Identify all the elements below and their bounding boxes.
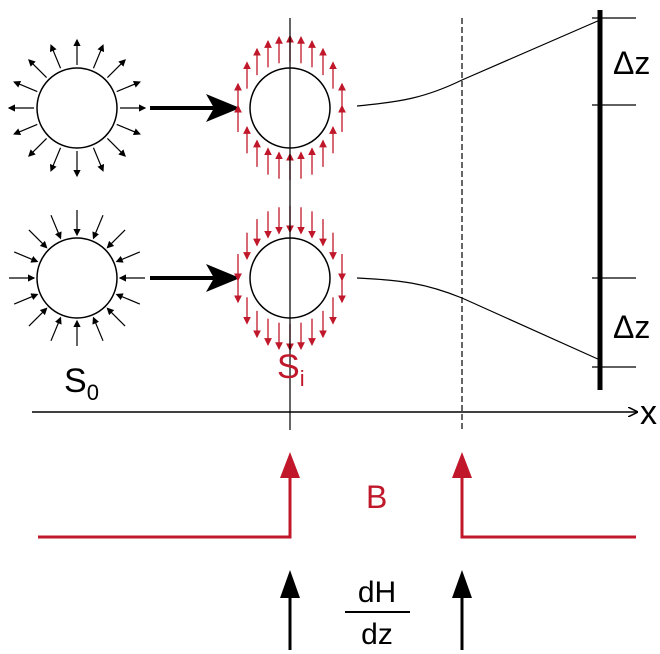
transition-arrow-bottom bbox=[150, 264, 240, 292]
field-arrow bbox=[13, 123, 38, 136]
delta-z-ticks bbox=[592, 17, 636, 368]
s0-bottom-sphere bbox=[36, 237, 118, 319]
si-down-arrows bbox=[234, 206, 346, 352]
gradient-numerator: dH bbox=[358, 576, 396, 609]
field-arrow bbox=[115, 251, 141, 263]
field-arrow bbox=[106, 307, 126, 327]
field-profile-left bbox=[38, 478, 292, 539]
field-arrowhead-left bbox=[280, 452, 300, 478]
field-arrow bbox=[13, 293, 39, 305]
field-arrow bbox=[13, 251, 39, 263]
gradient-arrow-right bbox=[452, 570, 472, 650]
si-label: Si bbox=[277, 348, 305, 391]
field-arrow bbox=[28, 229, 48, 249]
s0-inward-arrows bbox=[9, 210, 145, 346]
field-arrow bbox=[115, 293, 141, 305]
field-b-label: B bbox=[366, 479, 387, 515]
gradient-denominator: dz bbox=[361, 618, 393, 651]
field-arrow bbox=[49, 44, 62, 69]
transition-arrow-top bbox=[150, 94, 240, 122]
field-arrow bbox=[106, 229, 126, 249]
s0-label: S0 bbox=[64, 362, 99, 405]
field-arrow bbox=[13, 80, 38, 93]
field-profile-right bbox=[460, 478, 636, 539]
field-arrow bbox=[92, 44, 105, 69]
s0-top-sphere bbox=[36, 67, 118, 149]
trajectory-up bbox=[356, 19, 601, 107]
field-arrow bbox=[116, 123, 141, 136]
field-arrow bbox=[116, 80, 141, 93]
field-arrow bbox=[28, 307, 48, 327]
trajectory-down bbox=[356, 277, 601, 361]
field-arrow bbox=[92, 147, 105, 172]
field-arrow bbox=[28, 59, 48, 79]
field-arrow bbox=[92, 214, 104, 240]
field-arrow bbox=[49, 147, 62, 172]
s0-outward-arrows bbox=[7, 38, 147, 178]
field-arrow bbox=[106, 137, 126, 157]
x-axis-label: x bbox=[640, 394, 657, 432]
delta-z-top-label: Δz bbox=[613, 45, 650, 81]
field-arrow bbox=[92, 316, 104, 342]
field-arrowhead-right bbox=[452, 452, 472, 478]
field-arrow bbox=[106, 59, 126, 79]
delta-z-bottom-label: Δz bbox=[613, 309, 650, 345]
field-arrow bbox=[28, 137, 48, 157]
field-arrow bbox=[50, 214, 62, 240]
field-arrow bbox=[50, 316, 62, 342]
gradient-arrow-left bbox=[280, 570, 300, 650]
